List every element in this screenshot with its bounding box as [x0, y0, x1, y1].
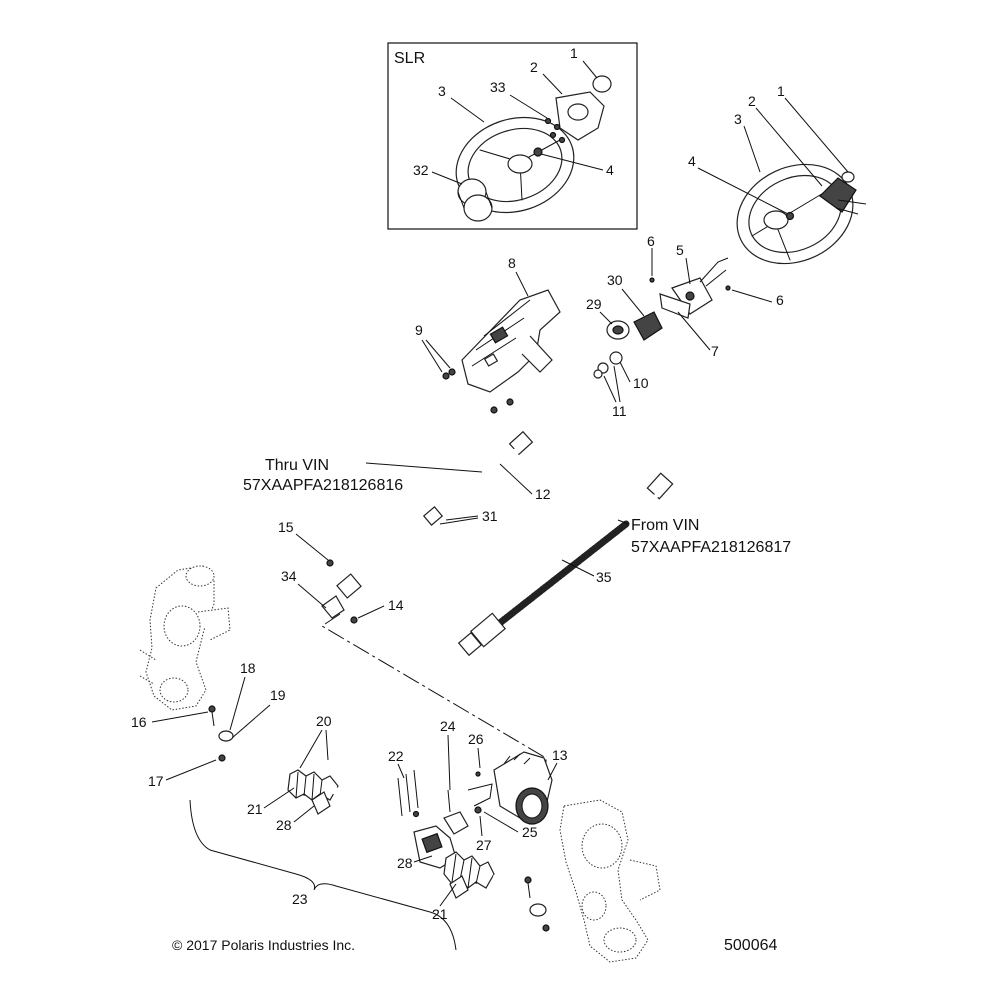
callout-32: 32	[413, 162, 429, 178]
thru-vin-line2: 57XAAPFA218126816	[243, 477, 403, 494]
callout-7: 7	[711, 343, 719, 359]
callout-34: 34	[281, 568, 297, 584]
slr-spacer	[457, 178, 493, 222]
callout-25: 25	[522, 824, 538, 840]
alternate-shaft	[457, 416, 714, 657]
callout-19: 19	[270, 687, 286, 703]
callout-8: 8	[508, 255, 516, 271]
steering-rack	[208, 705, 550, 932]
callout-33: 33	[490, 79, 506, 95]
callout-31: 31	[482, 508, 498, 524]
callout-6b: 6	[776, 292, 784, 308]
callout-21a: 21	[247, 801, 263, 817]
slr-inset-frame	[387, 42, 638, 230]
callout-24: 24	[440, 718, 456, 734]
callout-4: 4	[606, 162, 614, 178]
from-vin-line2: 57XAAPFA218126817	[631, 539, 791, 556]
callout-27: 27	[476, 837, 492, 853]
callout-10: 10	[633, 375, 649, 391]
callout-3: 3	[438, 83, 446, 99]
eps-motor	[467, 751, 553, 825]
callout-21b: 21	[432, 906, 448, 922]
copyright-text: © 2017 Polaris Industries Inc.	[172, 937, 355, 953]
intermediate-shaft	[321, 390, 577, 624]
callout-20: 20	[316, 713, 332, 729]
callout-6a: 6	[647, 233, 655, 249]
switch-module	[606, 311, 663, 341]
callout-11: 11	[612, 403, 627, 419]
column-nuts	[593, 351, 623, 379]
callout-9: 9	[415, 322, 423, 338]
callout-22: 22	[388, 748, 404, 764]
callout-12: 12	[535, 486, 551, 502]
callout-29: 29	[586, 296, 602, 312]
callout-1: 1	[570, 45, 578, 61]
left-steering-knuckle	[139, 565, 231, 711]
slr-screws	[544, 117, 566, 144]
callout-28a: 28	[276, 817, 292, 833]
callout-26: 26	[468, 731, 484, 747]
callout-2b: 2	[748, 93, 756, 109]
callout-17: 17	[148, 773, 164, 789]
slr-nut	[533, 147, 543, 157]
from-vin-line1: From VIN	[631, 517, 699, 534]
callout-23: 23	[292, 891, 308, 907]
callout-16: 16	[131, 714, 147, 730]
switch-assembly	[649, 257, 731, 319]
slr-inset-title: SLR	[394, 50, 425, 67]
callout-13: 13	[552, 747, 568, 763]
steering-wheel-assembly	[736, 163, 867, 265]
callout-15: 15	[278, 519, 294, 535]
callout-1b: 1	[777, 83, 785, 99]
callout-28b: 28	[397, 855, 413, 871]
right-steering-knuckle	[559, 799, 661, 963]
callout-5: 5	[676, 242, 684, 258]
slr-center-cap	[592, 75, 612, 93]
slr-hub-adapter	[555, 91, 605, 141]
thru-vin-line1: Thru VIN	[265, 457, 329, 474]
figure-number: 500064	[724, 937, 777, 954]
callout-4b: 4	[688, 153, 696, 169]
callout-2: 2	[530, 59, 538, 75]
steering-column	[442, 289, 561, 414]
callout-18: 18	[240, 660, 256, 676]
callout-14: 14	[388, 597, 404, 613]
callout-3b: 3	[734, 111, 742, 127]
callout-30: 30	[607, 272, 623, 288]
callout-35: 35	[596, 569, 612, 585]
slr-inset: SLR 1	[387, 42, 638, 230]
